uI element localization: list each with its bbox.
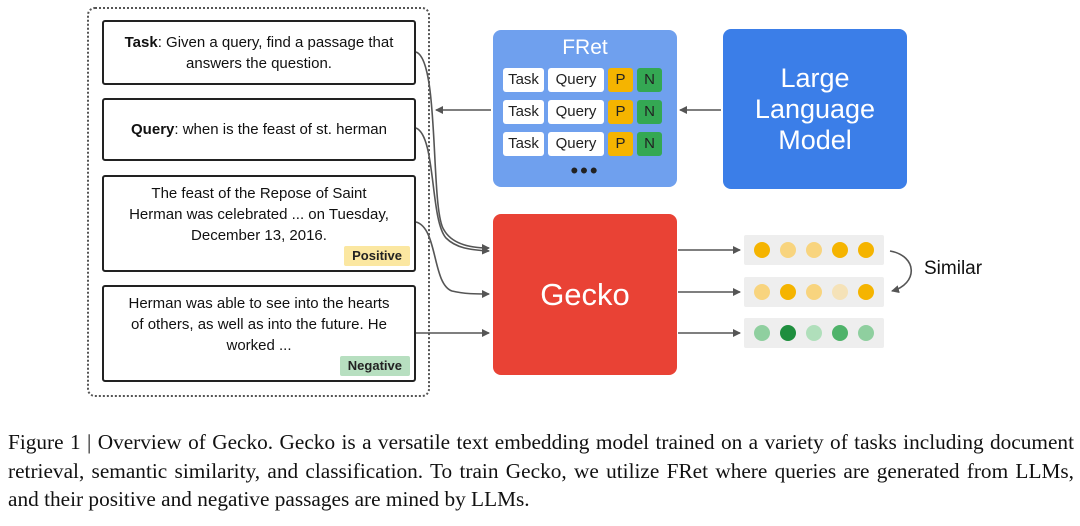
llm-label-line: Large <box>780 62 850 93</box>
embedding-dot <box>858 242 874 258</box>
gecko-model-box: Gecko <box>493 214 677 375</box>
embedding-row-positive <box>744 277 884 307</box>
embedding-dot <box>832 284 848 300</box>
fret-chip-positive: P <box>608 100 633 124</box>
embedding-dot <box>858 284 874 300</box>
task-card: Task: Given a query, find a passage that… <box>102 20 416 85</box>
similar-curved-arrow <box>889 250 913 294</box>
embedding-dot <box>806 242 822 258</box>
task-card-label: Task <box>124 33 158 51</box>
query-card-text: : when is the feast of st. herman <box>174 121 387 138</box>
figure-diagram: Task: Given a query, find a passage that… <box>87 7 983 397</box>
llm-label-line: Language <box>754 93 876 124</box>
fret-chip-task: Task <box>503 68 544 92</box>
fret-chip-query: Query <box>548 132 604 156</box>
embedding-dot <box>858 325 874 341</box>
embedding-dot <box>832 242 848 258</box>
positive-badge: Positive <box>344 246 410 266</box>
fret-dataset-box: FRet Task Query P N Task Query P N Task … <box>493 30 677 187</box>
embedding-row-negative <box>744 318 884 348</box>
embedding-dot <box>780 325 796 341</box>
llm-box: Large Language Model <box>723 29 907 189</box>
embedding-dot <box>754 284 770 300</box>
figure-caption: Figure 1 | Overview of Gecko. Gecko is a… <box>8 430 1074 511</box>
fret-chip-negative: N <box>637 100 662 124</box>
embedding-dot <box>832 325 848 341</box>
fret-chip-query: Query <box>548 100 604 124</box>
embedding-row-query <box>744 235 884 265</box>
fret-chip-negative: N <box>637 132 662 156</box>
fret-chip-positive: P <box>608 132 633 156</box>
fret-row: Task Query P N <box>503 132 662 156</box>
negative-card-text: Herman was able to see into the hearts o… <box>128 295 390 354</box>
fret-row: Task Query P N <box>503 68 662 92</box>
fret-chip-positive: P <box>608 68 633 92</box>
embedding-dot <box>754 325 770 341</box>
negative-badge: Negative <box>339 356 410 376</box>
task-card-text: : Given a query, find a passage that ans… <box>157 33 394 72</box>
fret-chip-query: Query <box>548 68 604 92</box>
similar-label: Similar <box>924 258 983 279</box>
embedding-dot <box>806 284 822 300</box>
fret-title: FRet <box>562 36 608 59</box>
fret-chip-task: Task <box>503 132 544 156</box>
query-card-label: Query <box>131 121 175 138</box>
embedding-dot <box>780 284 796 300</box>
embedding-dot <box>806 325 822 341</box>
llm-label-line: Model <box>778 124 852 155</box>
negative-card: Herman was able to see into the hearts o… <box>102 285 416 382</box>
gecko-label: Gecko <box>540 276 630 312</box>
fret-more-ellipsis: ••• <box>570 158 600 183</box>
embedding-dot <box>754 242 770 258</box>
query-card: Query: when is the feast of st. herman <box>102 98 416 161</box>
positive-card-text: The feast of the Repose of Saint Herman … <box>129 185 389 244</box>
fret-row: Task Query P N <box>503 100 662 124</box>
positive-card: The feast of the Repose of Saint Herman … <box>102 175 416 272</box>
fret-chip-task: Task <box>503 100 544 124</box>
fret-chip-negative: N <box>637 68 662 92</box>
embedding-dot <box>780 242 796 258</box>
